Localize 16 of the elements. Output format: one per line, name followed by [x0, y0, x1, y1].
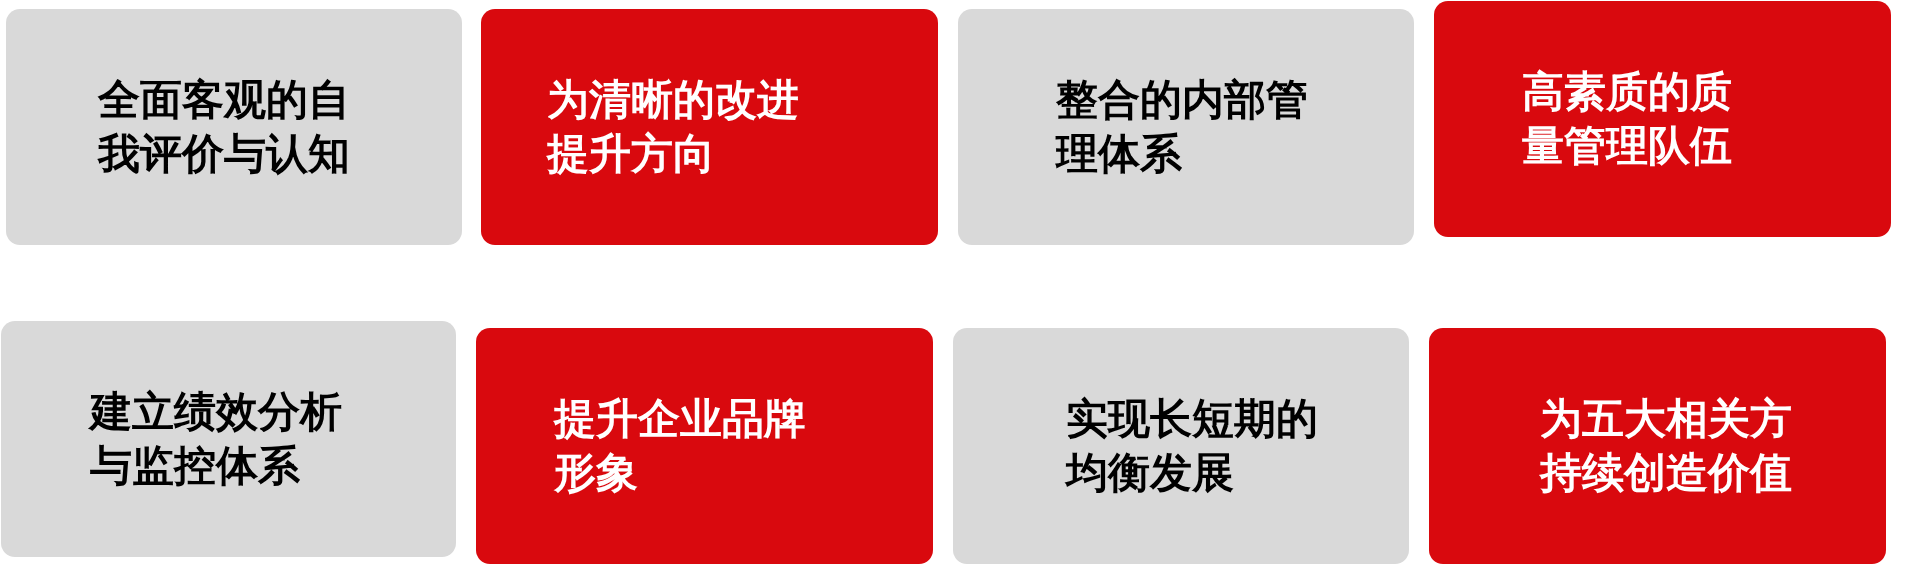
text-box	[481, 9, 938, 245]
text-box	[953, 328, 1409, 564]
text-box	[1429, 328, 1886, 564]
box-label: 建立绩效分析与监控体系	[90, 386, 343, 492]
box-label: 整合的内部管理体系	[1056, 74, 1309, 180]
box-label: 实现长短期的均衡发展	[1066, 393, 1319, 499]
text-box	[476, 328, 933, 564]
text-box	[1, 321, 456, 557]
box-label: 为五大相关方持续创造价值	[1540, 393, 1793, 499]
text-box	[6, 9, 462, 245]
box-label: 全面客观的自我评价与认知	[98, 74, 351, 180]
box-label: 提升企业品牌形象	[554, 393, 807, 499]
box-label: 为清晰的改进提升方向	[547, 74, 800, 180]
box-label: 高素质的质量管理队伍	[1522, 66, 1733, 172]
text-box	[958, 9, 1414, 245]
text-box	[1434, 1, 1891, 237]
